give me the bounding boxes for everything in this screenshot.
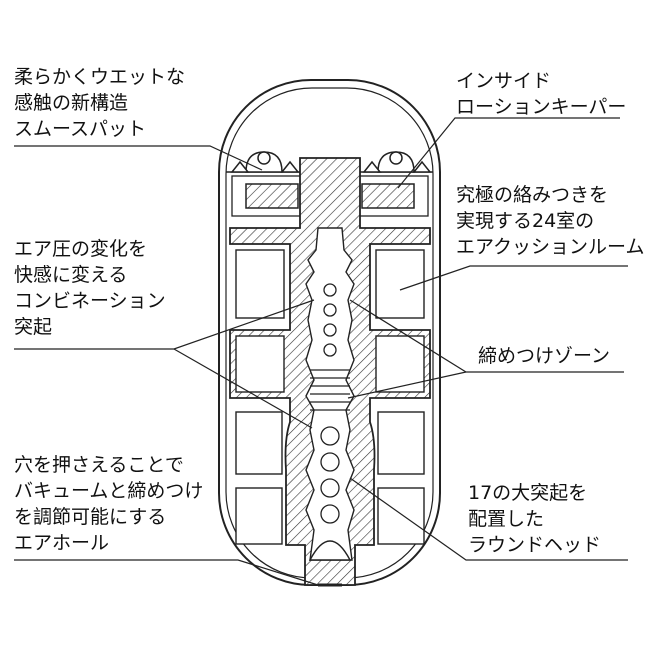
leader-inside-keeper	[397, 117, 620, 189]
leader-air-hole	[14, 559, 319, 586]
label-inside-keeper-line-1: インサイド	[456, 70, 552, 92]
leader-round-head	[349, 477, 628, 561]
label-air-pressure-line-3: コンビネーション	[14, 290, 166, 312]
round-head	[308, 540, 352, 561]
lotion-keeper-right	[361, 183, 415, 209]
label-inside-keeper: インサイド ローションキーパー	[456, 68, 626, 120]
label-smooth-spot-line-3: スムースパット	[14, 118, 147, 140]
label-round-head-line-3: ラウンドヘッド	[468, 534, 602, 556]
label-round-head-line-1: 17の大突起を	[468, 482, 588, 504]
label-air-hole-line-1: 穴を押さえることで	[14, 454, 184, 476]
label-inside-keeper-line-2: ローションキーパー	[456, 96, 627, 118]
label-air-cushion-line-3: エアクッションルーム	[456, 236, 645, 258]
label-air-hole-line-4: エアホール	[14, 532, 110, 554]
label-smooth-spot-line-2: 感触の新構造	[14, 92, 129, 114]
label-smooth-spot: 柔らかくウエットな 感触の新構造 スムースパット	[14, 64, 185, 142]
label-air-pressure: エア圧の変化を 快感に変える コンビネーション 突起	[14, 236, 166, 340]
squeeze-rings	[310, 369, 350, 411]
leader-air-pressure-b	[173, 348, 313, 429]
leader-air-cushion	[399, 265, 628, 291]
label-air-pressure-line-1: エア圧の変化を	[14, 238, 148, 260]
label-smooth-spot-line-1: 柔らかくウエットな	[14, 66, 186, 88]
lotion-keeper-left	[245, 183, 299, 209]
label-air-hole: 穴を押さえることで バキュームと締めつけ を調節可能にする エアホール	[14, 452, 203, 556]
leader-lines	[14, 117, 628, 586]
smooth-spot-right	[362, 151, 432, 173]
leader-squeeze-b	[347, 371, 467, 399]
label-air-cushion-line-2: 実現する24室の	[456, 210, 595, 232]
label-squeeze-zone-line-1: 締めつけゾーン	[478, 345, 611, 367]
label-air-pressure-line-2: 快感に変える	[14, 264, 128, 286]
leader-smooth-spot	[14, 145, 263, 171]
label-round-head-line-2: 配置した	[468, 508, 545, 530]
combination-bumps	[320, 283, 340, 524]
label-squeeze-zone: 締めつけゾーン	[478, 343, 610, 369]
label-air-hole-line-3: を調節可能にする	[14, 506, 167, 528]
label-air-hole-line-2: バキュームと締めつけ	[14, 480, 204, 502]
label-air-cushion: 究極の絡みつきを 実現する24室の エアクッションルーム	[456, 182, 644, 260]
label-air-cushion-line-1: 究極の絡みつきを	[456, 184, 609, 206]
label-round-head: 17の大突起を 配置した ラウンドヘッド	[468, 480, 601, 558]
label-air-pressure-line-4: 突起	[14, 316, 53, 338]
